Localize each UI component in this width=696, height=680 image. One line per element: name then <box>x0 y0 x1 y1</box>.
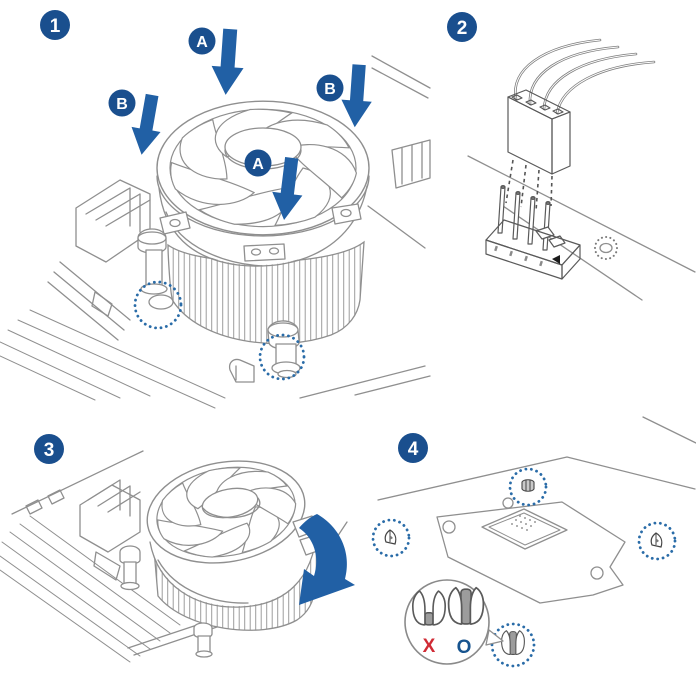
label-b-left-text: B <box>116 96 128 113</box>
pin-hole-left <box>371 518 411 558</box>
label-b-right: B <box>316 74 344 102</box>
correct-pin-icon <box>449 588 484 624</box>
rotate-arrow-icon <box>299 514 355 605</box>
step2-badge: 2 <box>447 12 477 42</box>
backplate <box>436 497 626 604</box>
pin-hole-bottom <box>490 622 536 668</box>
board-mount-hole <box>594 236 618 260</box>
step4-number: 4 <box>408 439 419 460</box>
step1-number: 1 <box>50 16 61 37</box>
correct-marker: O <box>457 637 472 658</box>
label-a-top-text: A <box>196 34 208 51</box>
step4-board-edges <box>377 416 696 501</box>
backplate-markings <box>511 515 536 531</box>
step2-board-edges <box>467 155 696 301</box>
step2-number: 2 <box>457 18 468 39</box>
fan-cable-wires <box>513 38 656 115</box>
pin-hole-top <box>508 467 548 507</box>
step1-clip-tabs <box>159 203 362 262</box>
label-a-front-text: A <box>252 156 264 173</box>
step1-left-pushpin <box>133 228 183 330</box>
step1-right-pushpin <box>258 320 306 381</box>
step4-panel: X O 4 <box>371 416 696 668</box>
label-a-top: A <box>188 27 216 55</box>
pin-hole-right <box>637 521 677 561</box>
fan-connector-plug <box>507 89 571 175</box>
step3-badge: 3 <box>34 434 64 464</box>
pin-orientation-inset: X O <box>404 579 504 665</box>
step1-motherboard-art <box>0 55 431 409</box>
cpu-fan-header-body <box>485 219 581 280</box>
step2-panel: 2 <box>447 12 696 301</box>
label-a-front: A <box>244 149 272 177</box>
wrong-marker: X <box>423 636 436 657</box>
label-b-right-text: B <box>324 81 336 98</box>
step1-badge: 1 <box>40 10 70 40</box>
label-b-left: B <box>108 89 136 117</box>
step1-right-pin-target <box>258 333 306 381</box>
alignment-dashed-lines <box>505 159 553 212</box>
header-key-triangle-icon <box>552 255 560 264</box>
step4-badge: 4 <box>398 433 428 463</box>
step1-left-pin-target <box>133 280 183 330</box>
step3-panel: 3 <box>0 434 355 663</box>
step3-number: 3 <box>44 440 55 461</box>
step1-panel: A B B A 1 <box>0 10 431 409</box>
step3-fan <box>139 446 311 567</box>
